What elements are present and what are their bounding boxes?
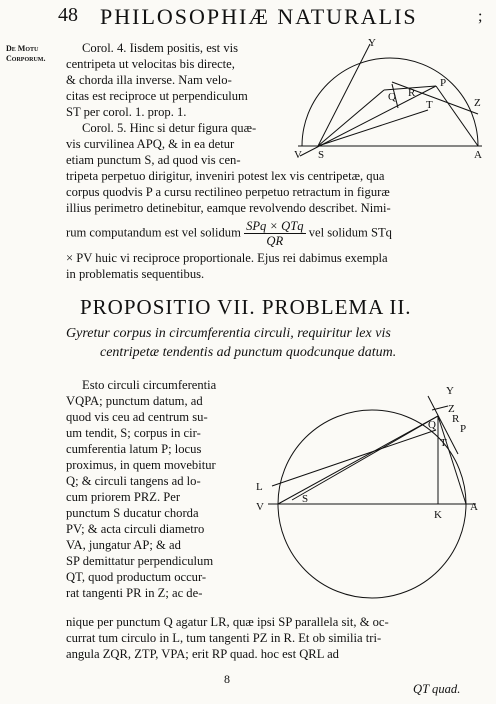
margin-note: De Motu Corporum. [6, 44, 45, 64]
page-number: 48 [58, 4, 78, 26]
figure-1-line [317, 89, 385, 147]
text-line: in problematis sequentibus. [66, 267, 205, 281]
figure-1-label: Q [388, 91, 396, 103]
text-line: rat tangenti PR in Z; ac de- [66, 586, 203, 600]
text-line: illius perimetro detinebitur, eamque rev… [66, 201, 391, 215]
figure-1-label: T [426, 99, 433, 111]
text-line: × PV huic vi reciproce proportionale. Ej… [66, 251, 388, 265]
figure-1-label: S [318, 149, 324, 158]
figure-1-label: V [294, 149, 302, 158]
figure-2-label: R [452, 413, 460, 425]
text-line: Q; & circuli tangens ad lo- [66, 474, 201, 488]
figure-1-label: Y [368, 38, 376, 49]
text-line: nique per punctum Q agatur LR, quæ ipsi … [66, 615, 389, 629]
figure-2-label: Z [448, 403, 455, 415]
text-line: VA, jungatur AP; & ad [66, 538, 181, 552]
text-line: vis curvilinea APQ, & in ea detur [66, 137, 235, 151]
formula-numerator: SPq × QTq [244, 219, 306, 234]
text-line: ST per corol. 1. prop. 1. [66, 105, 187, 119]
figure-2-label: A [470, 501, 478, 513]
text-line: Corol. 4. Iisdem positis, est vis [82, 41, 239, 55]
figure-1-line [299, 85, 437, 157]
figure-1-label: Z [474, 97, 481, 109]
figure-2-label: T [440, 437, 447, 449]
figure-1-line [317, 109, 429, 147]
figure-1-label: A [474, 149, 482, 158]
text-line: punctum S ducatur chorda [66, 506, 199, 520]
figure-2-line [291, 415, 439, 501]
text-line: um tendit, S; corpus in cir- [66, 426, 201, 440]
figure-2-label: L [256, 481, 263, 493]
text-line: proximus, in quem movebitur [66, 458, 216, 472]
figure-1-label: R [408, 87, 416, 99]
text-line: SP demittatur perpendiculum [66, 554, 214, 568]
text-line: cum priorem PRZ. Per [66, 490, 181, 504]
text-line: currat tum circulo in L, tum tangenti PZ… [66, 631, 382, 645]
figure-2-diagram: Y Z R Q P T L V S K A [256, 385, 478, 599]
running-title: PHILOSOPHIÆ NATURALIS [100, 4, 418, 29]
figure-2-label: S [302, 493, 308, 505]
figure-2-label: Y [446, 385, 454, 397]
formula-denominator: QR [266, 234, 284, 248]
figure-1-tangent [391, 81, 479, 115]
text-line: tripeta perpetuo dirigitur, inveniri pot… [66, 169, 385, 183]
figure-2-tangent [427, 395, 459, 455]
margin-note-line: De Motu [6, 44, 39, 53]
figure-1-line [383, 85, 437, 91]
figure-1-line [435, 85, 479, 147]
figure-2-label: K [434, 509, 442, 521]
formula-suffix: vel solidum STq [308, 225, 392, 240]
text-line: PV; & acta circuli diametro [66, 522, 205, 536]
text-line: corpus quodvis P a cursu rectilineo perp… [66, 185, 390, 199]
figure-2-label: Q [428, 419, 436, 431]
problem-statement-line: Gyretur corpus in circumferentia circuli… [66, 326, 391, 341]
figure-2-label: V [256, 501, 264, 513]
corner-mark: ; [478, 8, 483, 25]
text-line: Corol. 5. Hinc si detur figura quæ- [82, 121, 257, 135]
formula-line: rum computandum est vel solidum SPq × QT… [66, 219, 392, 248]
text-line: etiam punctum S, ad quod vis cen- [66, 153, 241, 167]
figure-2-chord [277, 415, 439, 505]
catchword: QT quad. [413, 682, 461, 696]
figure-2-label: P [460, 423, 466, 435]
text-line: angula ZQR, ZTP, VPA; erit RP quad. hoc … [66, 647, 339, 661]
text-line: quod vis ceu ad centrum su- [66, 410, 208, 424]
figure-1-line [317, 43, 371, 147]
figure-2-line [271, 429, 437, 487]
section-title: PROPOSITIO VII. PROBLEMA II. [80, 295, 412, 319]
figure-1-arc [301, 57, 479, 147]
problem-statement-line: centripetæ tendentis ad punctum quodcunq… [100, 345, 397, 360]
figure-2-line [431, 405, 449, 411]
text-line: VQPA; punctum datum, ad [66, 394, 203, 408]
figure-1-diagram: Y R P Q T Z V S A [294, 38, 482, 158]
text-line: cumferentia latum P; locus [66, 442, 202, 456]
signature-mark: 8 [224, 672, 230, 686]
formula-fraction: SPq × QTq QR [244, 219, 306, 248]
text-line: centripeta ut velocitas bis directe, [66, 57, 235, 71]
text-line: citas est reciproce ut perpendiculum [66, 89, 248, 103]
formula-prefix: rum computandum est vel solidum [66, 225, 241, 240]
figure-2-line [437, 415, 467, 505]
margin-note-line: Corporum. [6, 54, 46, 63]
text-line: & chorda illa inverse. Nam velo- [66, 73, 232, 87]
figure-1-line [391, 83, 399, 109]
figure-1-label: P [440, 77, 446, 89]
text-line: QT, quod productum occur- [66, 570, 207, 584]
text-line: Esto circuli circumferentia [82, 378, 217, 392]
